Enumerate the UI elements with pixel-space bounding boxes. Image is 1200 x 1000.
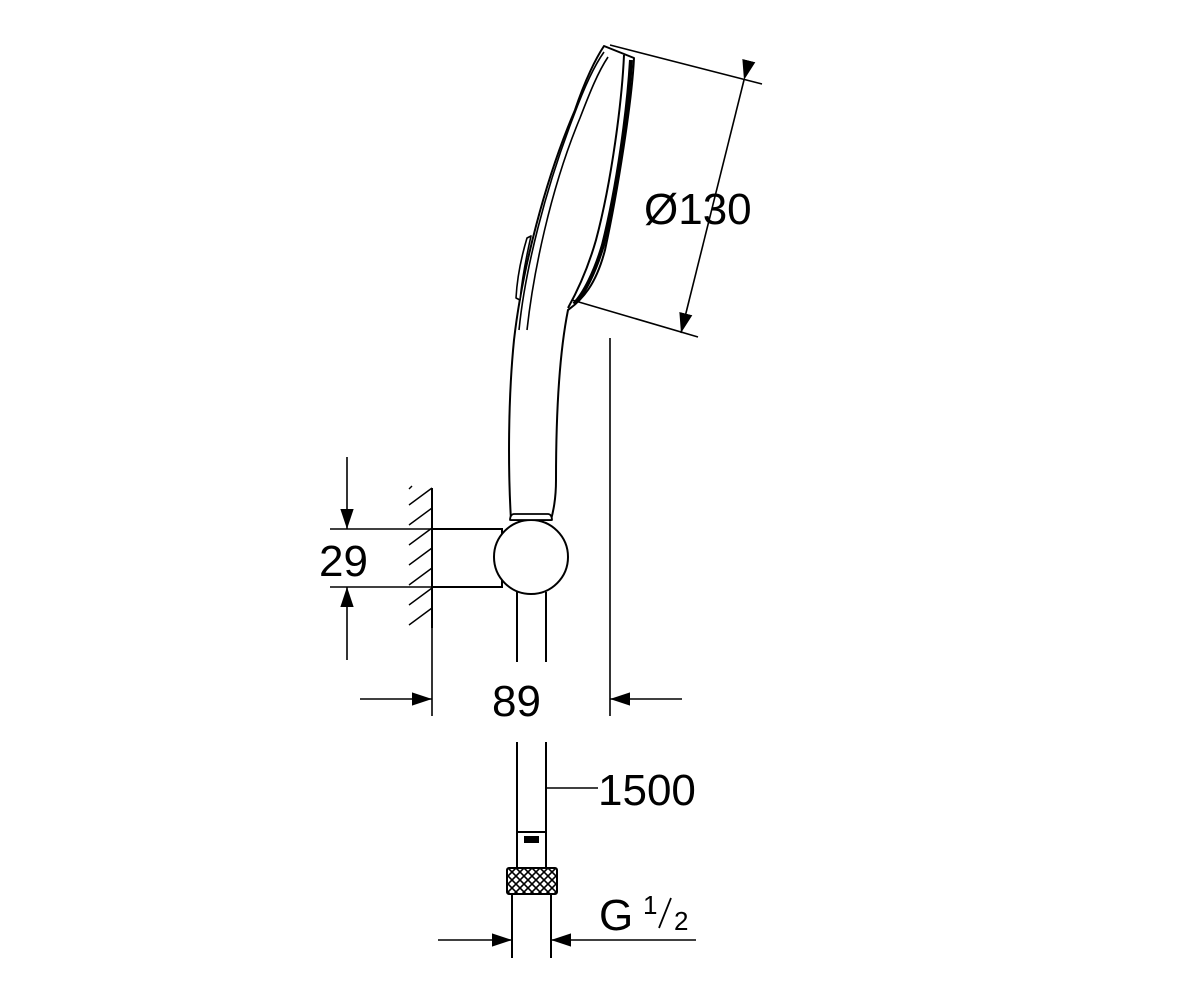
extension-line-bottom [571, 299, 699, 338]
hand-shower [508, 45, 635, 521]
knurled-nut [506, 867, 558, 895]
dimension-wall-distance [360, 628, 682, 716]
dimension-bracket-height [330, 457, 432, 660]
hand-shower-body [508, 45, 635, 521]
thread-fraction-slash [658, 897, 672, 929]
shower-hose-lower [506, 742, 558, 958]
wall-hatching [408, 485, 433, 626]
spray-face [567, 54, 625, 309]
hand-shower-contour [518, 51, 605, 331]
dimension-head-diameter [571, 44, 763, 338]
bracket-arm [431, 528, 503, 588]
head-diameter-label: Ø130 [644, 185, 752, 234]
thread-numerator-label: 1 [643, 890, 657, 920]
thread-letter-label: G [599, 891, 633, 940]
diameter-dimension-line [679, 58, 756, 334]
bracket-swivel-ball [493, 519, 569, 595]
spray-face-rim [572, 59, 633, 306]
hand-shower-neck [509, 513, 553, 521]
hose-thread-end [511, 894, 552, 958]
bracket-height-label: 29 [319, 537, 368, 586]
hose-length-label: 1500 [598, 766, 696, 815]
wall-distance-label: 89 [492, 677, 541, 726]
shower-hose-upper [516, 592, 547, 662]
mode-button [515, 235, 532, 301]
hand-shower-contour-2 [526, 56, 609, 331]
thread-denominator-label: 2 [674, 906, 688, 936]
wall [408, 485, 433, 628]
wall-bracket [431, 519, 569, 595]
hose-sleeve-mark [524, 836, 539, 843]
